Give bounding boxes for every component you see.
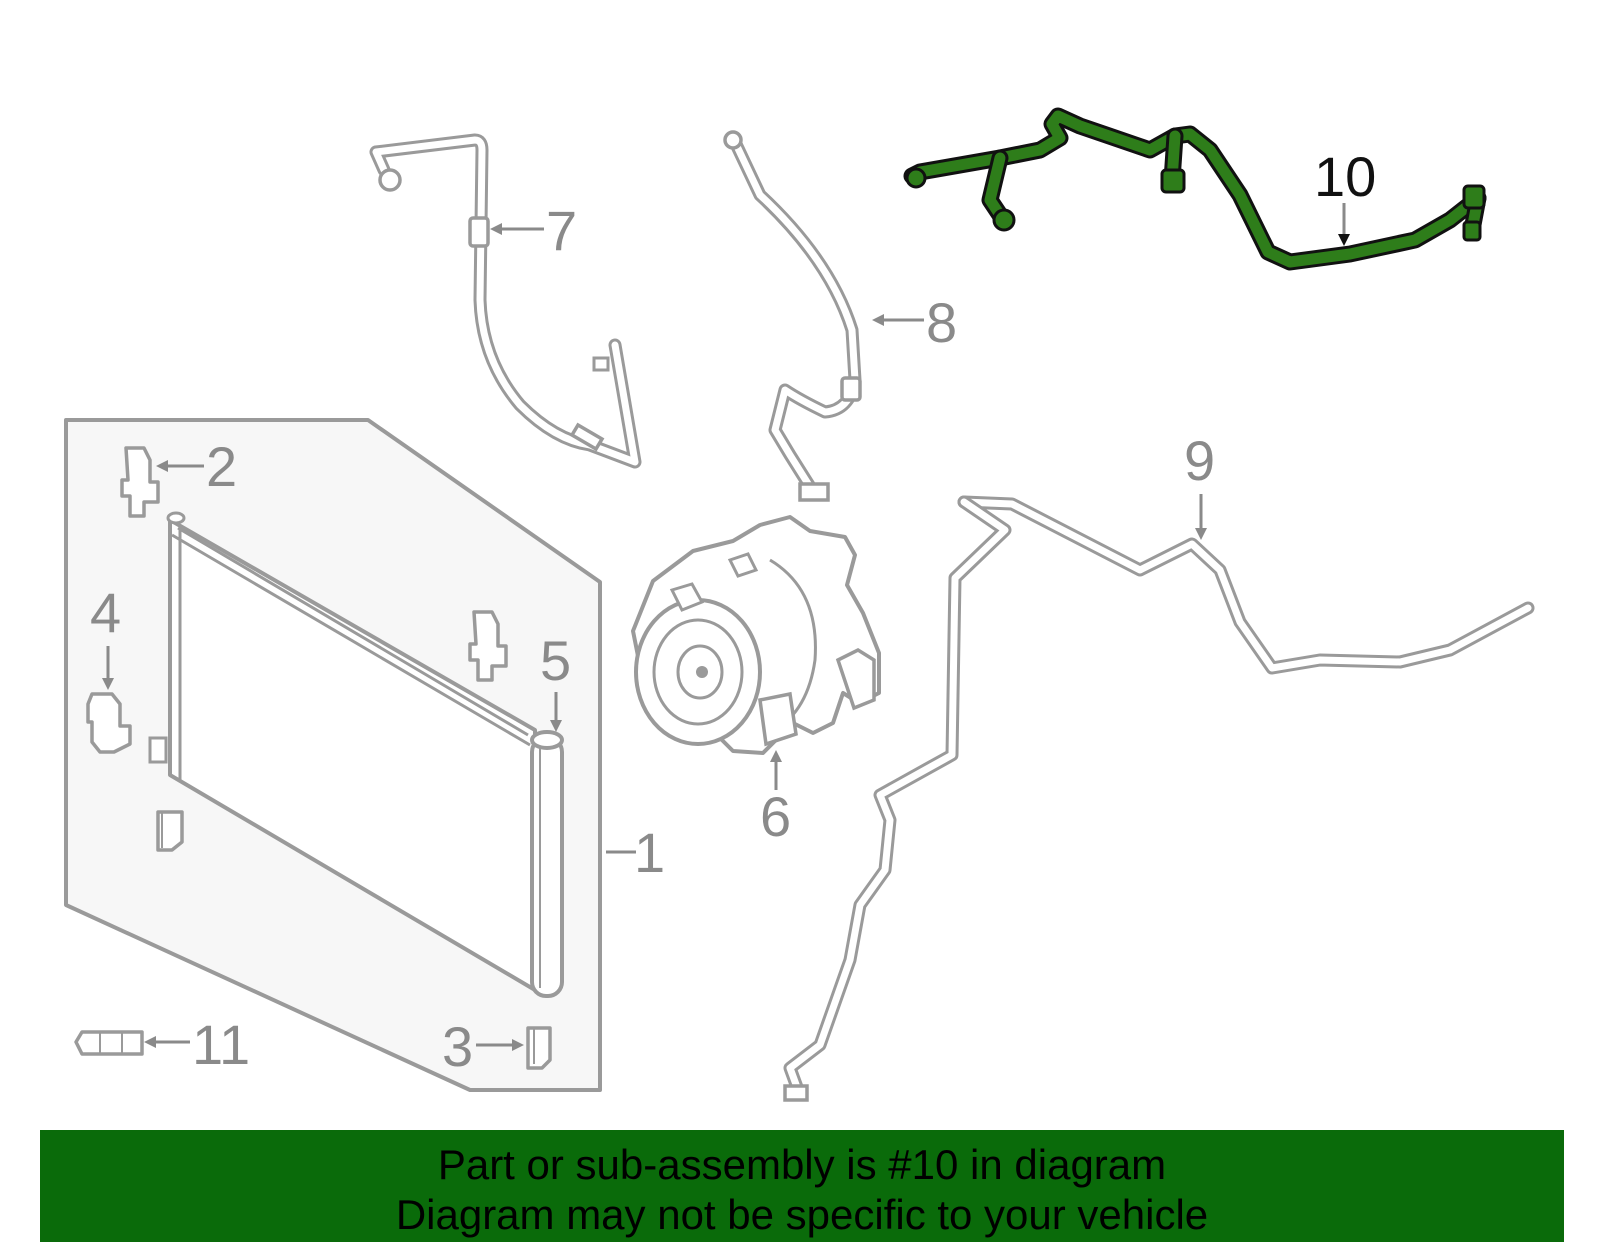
hose-part-10-highlighted[interactable] bbox=[903, 107, 1487, 271]
callout-10[interactable]: 10 bbox=[1314, 145, 1376, 208]
banner-line-disclaimer: Diagram may not be specific to your vehi… bbox=[395, 1191, 1209, 1238]
callout-6: 6 bbox=[760, 785, 791, 848]
callout-11: 11 bbox=[192, 1013, 250, 1076]
bracket-upper-panel bbox=[468, 610, 508, 682]
bracket-part-2 bbox=[120, 446, 160, 518]
callout-7: 7 bbox=[546, 199, 577, 262]
hose-part-8 bbox=[723, 130, 862, 502]
callout-8: 8 bbox=[926, 291, 957, 354]
compressor-part-6 bbox=[631, 515, 881, 755]
callout-5: 5 bbox=[540, 629, 571, 692]
info-banner: Part or sub-assembly is #10 in diagram D… bbox=[40, 1130, 1564, 1242]
cushion-lower bbox=[156, 810, 184, 852]
callout-2: 2 bbox=[206, 435, 237, 498]
callout-labels: 1 2 3 4 5 6 7 8 9 10 11 bbox=[90, 145, 1376, 1078]
cushion-part-3 bbox=[526, 1026, 552, 1070]
bracket-part-4 bbox=[86, 692, 168, 764]
clip-part-11 bbox=[74, 1030, 144, 1056]
pipe-part-9 bbox=[783, 495, 1535, 1102]
receiver-drier-tank bbox=[530, 730, 564, 998]
callout-1: 1 bbox=[634, 821, 665, 884]
banner-line-part-number: Part or sub-assembly is #10 in diagram bbox=[437, 1141, 1167, 1188]
hose-part-7 bbox=[369, 133, 642, 469]
callout-3: 3 bbox=[442, 1015, 473, 1078]
callout-9: 9 bbox=[1184, 429, 1215, 492]
callout-4: 4 bbox=[90, 581, 121, 644]
leader-lines bbox=[102, 203, 1350, 1051]
